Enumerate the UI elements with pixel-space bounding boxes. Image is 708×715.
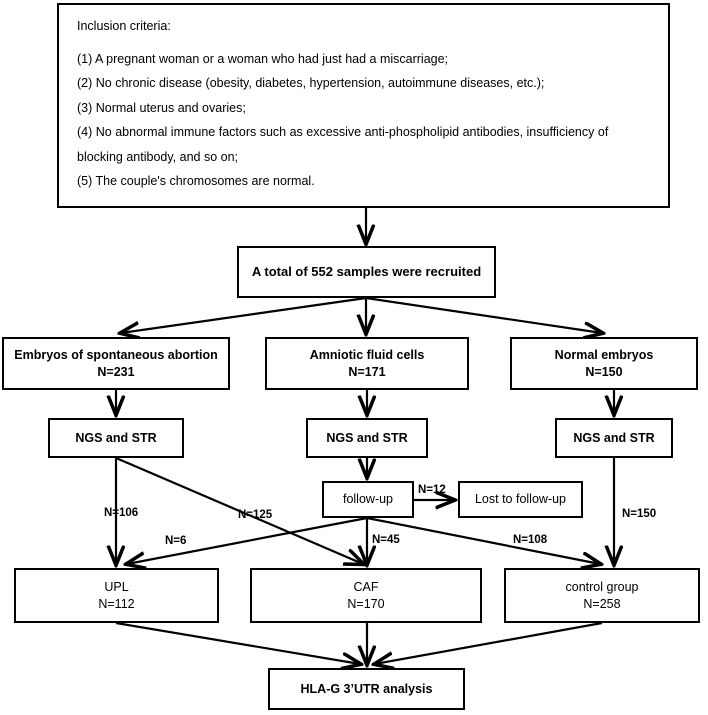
- node-embryos-spontaneous-abortion-label: Embryos of spontaneous abortion: [14, 347, 218, 362]
- criteria-heading: Inclusion criteria:: [77, 19, 171, 33]
- node-follow-up: follow-up: [322, 481, 414, 518]
- node-lost-to-follow-up: Lost to follow-up: [458, 481, 583, 518]
- edge-total-to-normal: [365, 296, 602, 333]
- criteria-item-5: (5) The couple's chromosomes are normal.: [77, 173, 315, 188]
- edge-label-followup-to-caf: N=45: [372, 534, 400, 546]
- edge-label-followup-to-upl: N=6: [165, 535, 187, 547]
- criteria-item-4: (4) No abnormal immune factors such as e…: [77, 125, 609, 164]
- node-ngs-str-middle: NGS and STR: [306, 418, 428, 458]
- node-control-group-label: control group: [565, 579, 639, 594]
- node-follow-up-label: follow-up: [342, 492, 394, 507]
- node-ngs-str-left-label: NGS and STR: [75, 430, 157, 445]
- node-normal-embryos-count: N=150: [585, 364, 623, 379]
- edge-label-ngs-right-to-control: N=150: [622, 508, 657, 520]
- node-lost-to-follow-up-label: Lost to follow-up: [474, 492, 567, 507]
- node-amniotic-fluid-cells: Amniotic fluid cells N=171: [265, 337, 469, 390]
- node-caf: CAF N=170: [250, 568, 482, 623]
- node-hla-g-analysis: HLA-G 3’UTR analysis: [268, 668, 465, 710]
- edge-label-ngs-left-to-upl: N=106: [104, 507, 139, 519]
- node-embryos-spontaneous-abortion: Embryos of spontaneous abortion N=231: [2, 337, 230, 390]
- node-control-group-count: N=258: [583, 596, 621, 611]
- node-control-group: control group N=258: [504, 568, 700, 623]
- inclusion-criteria-box: Inclusion criteria: (1) A pregnant woman…: [57, 3, 670, 208]
- node-upl-count: N=112: [98, 596, 135, 611]
- node-caf-label: CAF: [353, 579, 379, 594]
- edge-control-to-analysis: [375, 621, 603, 664]
- node-total-samples: A total of 552 samples were recruited: [237, 246, 496, 298]
- node-normal-embryos-label: Normal embryos: [554, 347, 654, 362]
- node-upl-label: UPL: [104, 579, 129, 594]
- edge-total-to-abortion: [121, 296, 367, 333]
- edge-followup-to-upl: [127, 516, 368, 564]
- node-amniotic-fluid-cells-label: Amniotic fluid cells: [309, 347, 425, 362]
- node-ngs-str-right-label: NGS and STR: [573, 430, 655, 445]
- node-ngs-str-middle-label: NGS and STR: [326, 430, 408, 445]
- edge-label-ngs-left-to-caf: N=125: [238, 509, 273, 521]
- criteria-item-3: (3) Normal uterus and ovaries;: [77, 100, 246, 115]
- node-total-samples-label: A total of 552 samples were recruited: [251, 264, 482, 280]
- node-ngs-str-right: NGS and STR: [555, 418, 673, 458]
- edge-upl-to-analysis: [115, 621, 360, 664]
- node-caf-count: N=170: [347, 596, 385, 611]
- node-ngs-str-left: NGS and STR: [48, 418, 184, 458]
- node-amniotic-fluid-cells-count: N=171: [348, 364, 386, 379]
- criteria-item-2: (2) No chronic disease (obesity, diabete…: [77, 76, 545, 91]
- edge-followup-to-control: [366, 516, 600, 564]
- criteria-item-1: (1) A pregnant woman or a woman who had …: [77, 52, 449, 66]
- node-upl: UPL N=112: [14, 568, 219, 623]
- node-embryos-spontaneous-abortion-count: N=231: [97, 364, 135, 379]
- edge-label-followup-to-control: N=108: [513, 534, 548, 546]
- edge-label-followup-to-lost: N=12: [418, 484, 446, 496]
- node-normal-embryos: Normal embryos N=150: [510, 337, 698, 390]
- node-hla-g-analysis-label: HLA-G 3’UTR analysis: [300, 681, 433, 696]
